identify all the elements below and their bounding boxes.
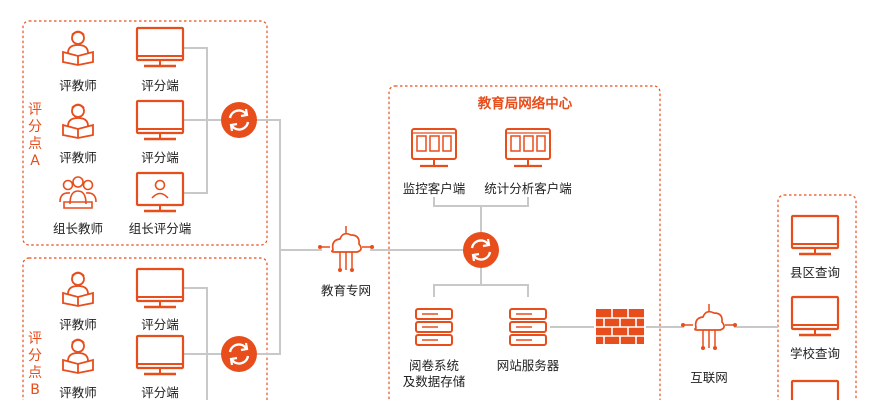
group-teachers-icon: [59, 176, 97, 209]
teacher-reading-icon: [62, 338, 94, 374]
monitor-icon: [790, 214, 840, 256]
teacher-label: 评教师: [59, 385, 97, 400]
stats-client-label: 统计分析客户端: [484, 181, 572, 196]
monitor-icon: [135, 334, 185, 376]
monitor-icon: [135, 26, 185, 68]
dashboard-monitor-icon: [504, 127, 552, 168]
connector-lines: [183, 47, 778, 400]
dashboard-monitor-icon: [410, 127, 458, 168]
scoring-client-label: 评分端: [141, 385, 179, 400]
network-cloud-icon: [317, 225, 375, 273]
server-icon: [415, 308, 453, 346]
scoring-point-b-box: [22, 257, 268, 400]
marking-system-label: 阅卷系统 及数据存储: [402, 358, 466, 389]
sync-icon: [461, 230, 501, 270]
school-query-label: 学校查询: [789, 346, 841, 361]
sync-icon: [219, 100, 259, 140]
query-box: [777, 194, 857, 400]
scoring-client-label: 评分端: [141, 317, 179, 332]
scoring-client-label: 评分端: [141, 150, 179, 165]
server-icon: [509, 308, 547, 346]
teacher-label: 评教师: [59, 150, 97, 165]
teacher-label: 评教师: [59, 317, 97, 332]
bureau-center-title: 教育局网络中心: [477, 96, 573, 112]
web-server-label: 网站服务器: [496, 358, 560, 373]
internet-label: 互联网: [690, 370, 728, 385]
teacher-reading-icon: [62, 30, 94, 66]
scoring-client-label: 评分端: [141, 78, 179, 93]
network-cloud-icon: [680, 303, 738, 351]
monitor-icon: [790, 379, 840, 400]
leader-client-label: 组长评分端: [128, 221, 192, 236]
scoring-point-a-box: [22, 20, 268, 246]
education-network-label: 教育专网: [320, 283, 372, 298]
scoring-point-a-title: 评分点A: [28, 102, 42, 169]
county-query-label: 县区查询: [789, 265, 841, 280]
sync-icon: [219, 334, 259, 374]
leader-monitor-icon: [135, 171, 185, 213]
monitor-icon: [790, 295, 840, 337]
bureau-center-box: [388, 85, 661, 400]
scoring-point-b-title: 评分点B: [28, 331, 42, 398]
firewall-icon: [596, 309, 644, 344]
monitor-icon: [135, 267, 185, 309]
monitor-icon: [135, 99, 185, 141]
teacher-label: 评教师: [59, 78, 97, 93]
monitor-client-label: 监控客户端: [402, 181, 466, 196]
teacher-reading-icon: [62, 271, 94, 307]
teacher-reading-icon: [62, 103, 94, 139]
group-leader-label: 组长教师: [52, 221, 104, 236]
